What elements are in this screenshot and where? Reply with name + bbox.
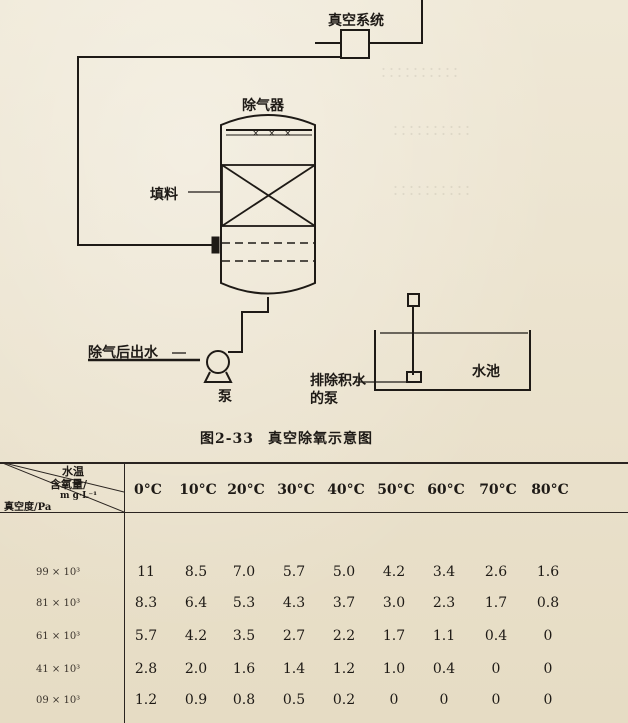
deaerated-water-label: 除气后出水: [88, 345, 158, 361]
pump-label: 泵: [218, 389, 232, 405]
oxygen-value-cell: 0: [389, 692, 399, 708]
oxygen-value-cell: 1.7: [382, 628, 406, 644]
temperature-header: 60°C: [427, 482, 465, 498]
figure-caption: 图2-33 真空除氧示意图: [200, 428, 387, 448]
packing-bed: [221, 164, 316, 227]
temperature-header: 10°C: [179, 482, 217, 498]
oxygen-value-cell: 1.2: [332, 661, 356, 677]
temperature-header: 80°C: [531, 482, 569, 498]
oxygen-value-cell: 11: [137, 564, 155, 580]
svg-text:×: ×: [284, 129, 292, 139]
figure-title: 真空除氧示意图: [268, 431, 374, 447]
oxygen-value-cell: 0.2: [332, 692, 356, 708]
oxygen-value-cell: 2.0: [184, 661, 208, 677]
pool-outline: [374, 330, 531, 391]
oxygen-value-cell: 2.2: [332, 628, 356, 644]
oxygen-value-cell: 3.0: [382, 595, 406, 611]
temperature-header: 70°C: [479, 482, 517, 498]
oxygen-value-cell: 0.8: [232, 692, 256, 708]
oxygen-value-cell: 0.4: [484, 628, 508, 644]
temperature-header: 50°C: [377, 482, 415, 498]
temperature-header: 0°C: [134, 482, 162, 498]
oxygen-value-cell: 2.6: [484, 564, 508, 580]
temperature-header: 20°C: [227, 482, 265, 498]
vacuum-row-label: 81 × 10³: [36, 598, 81, 609]
oxygen-value-cell: 3.5: [232, 628, 256, 644]
figure-number: 图2-33: [200, 431, 255, 447]
show-through-text: ：：：：：：：：：：: [392, 123, 479, 139]
oxygen-value-cell: 7.0: [232, 564, 256, 580]
vacuum-row-label: 99 × 10³: [36, 567, 81, 578]
show-through-text: ：：：：：：：：：：: [380, 65, 467, 81]
table-stub-rule: [124, 462, 125, 723]
oxygen-value-cell: 4.2: [382, 564, 406, 580]
oxygen-value-cell: 1.6: [232, 661, 256, 677]
oxygen-value-cell: 3.4: [432, 564, 456, 580]
oxygen-value-cell: 1.6: [536, 564, 560, 580]
svg-text:×: ×: [268, 129, 276, 139]
oxygen-value-cell: 3.7: [332, 595, 356, 611]
oxygen-value-cell: 1.1: [432, 628, 456, 644]
vacuum-row-label: 41 × 10³: [36, 664, 81, 675]
oxygen-value-cell: 0: [491, 692, 501, 708]
oxygen-value-cell: 8.3: [134, 595, 158, 611]
oxygen-value-cell: 2.3: [432, 595, 456, 611]
table-top-rule: [0, 462, 628, 464]
oxygen-value-cell: 0: [543, 628, 553, 644]
oxygen-value-cell: 0.5: [282, 692, 306, 708]
stub-unit: m g·L⁻¹: [60, 491, 98, 501]
oxygen-value-cell: 4.2: [184, 628, 208, 644]
oxygen-value-cell: 0.9: [184, 692, 208, 708]
temperature-header: 30°C: [277, 482, 315, 498]
stub-oxygen: 含氧量/: [50, 478, 88, 491]
oxygen-value-cell: 5.7: [282, 564, 306, 580]
oxygen-value-cell: 0: [491, 661, 501, 677]
deaerator-vessel: [220, 114, 316, 295]
vacuum-row-label: 09 × 10³: [36, 695, 81, 706]
oxygen-value-cell: 0: [543, 661, 553, 677]
temperature-header: 40°C: [327, 482, 365, 498]
vacuum-deaeration-diagram: × × ×: [77, 0, 531, 391]
pump-circle: [206, 350, 230, 374]
oxygen-value-cell: 1.0: [382, 661, 406, 677]
table-diagonal-rules: [0, 462, 124, 512]
drain-pump-label: 排除积水的泵: [310, 373, 366, 407]
oxygen-value-cell: 2.8: [134, 661, 158, 677]
oxygen-value-cell: 2.7: [282, 628, 306, 644]
oxygen-value-cell: 0.4: [432, 661, 456, 677]
deaerator-label: 除气器: [242, 98, 284, 114]
oxygen-value-cell: 1.7: [484, 595, 508, 611]
packing-label: 填料: [150, 187, 178, 203]
svg-text:×: ×: [252, 129, 260, 139]
vacuum-row-label: 61 × 10³: [36, 631, 81, 642]
oxygen-value-cell: 6.4: [184, 595, 208, 611]
oxygen-value-cell: 0.8: [536, 595, 560, 611]
show-through-text: ：：：：：：：：：：: [392, 183, 479, 199]
oxygen-content-table: 水温 含氧量/ m g·L⁻¹ 真空度/Pa 0°C 10°C 20°C 30°C 40…: [0, 462, 628, 723]
oxygen-value-cell: 0: [439, 692, 449, 708]
pool-label: 水池: [472, 364, 500, 380]
table-header-rule: [0, 512, 628, 513]
stub-vacuum: 真空度/Pa: [4, 502, 52, 513]
oxygen-value-cell: 8.5: [184, 564, 208, 580]
oxygen-value-cell: 5.3: [232, 595, 256, 611]
oxygen-value-cell: 4.3: [282, 595, 306, 611]
oxygen-value-cell: 5.0: [332, 564, 356, 580]
vacuum-system-label: 真空系统: [328, 13, 384, 29]
vacuum-system-box: [340, 29, 370, 59]
oxygen-value-cell: 5.7: [134, 628, 158, 644]
stub-temperature: 水温: [62, 465, 84, 478]
oxygen-value-cell: 1.4: [282, 661, 306, 677]
oxygen-value-cell: 1.2: [134, 692, 158, 708]
oxygen-value-cell: 0: [543, 692, 553, 708]
